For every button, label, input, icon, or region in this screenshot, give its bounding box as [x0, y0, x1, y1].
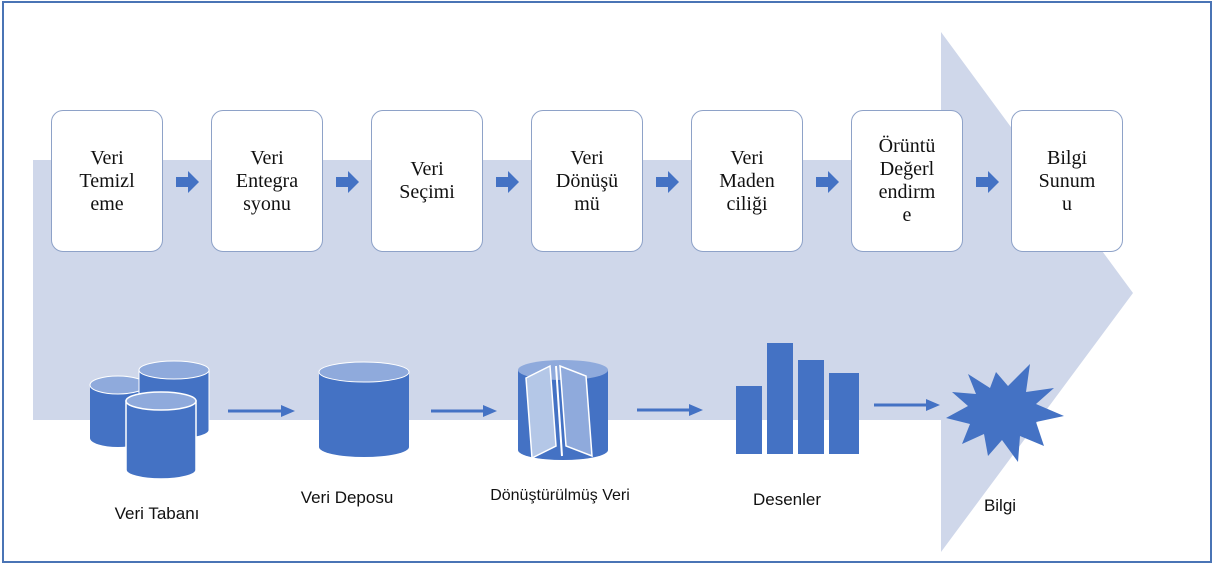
flow-arrow-icon [637, 404, 703, 416]
stage-label-veri-deposu: Veri Deposu [300, 488, 394, 507]
step-arrow-icon [816, 171, 839, 193]
stage-label-bilgi: Bilgi [983, 496, 1017, 515]
step-arrow-icon [976, 171, 999, 193]
patterns-bars-icon [736, 343, 859, 454]
step-veri-donusumu: Veri Dönüşü mü [531, 110, 643, 252]
step-veri-secimi: Veri Seçimi [371, 110, 483, 252]
step-arrow-icon [176, 171, 199, 193]
stage-label-donusturulmus-veri: Dönüştürülmüş Veri [490, 487, 630, 504]
stage-label-desenler: Desenler [752, 490, 822, 509]
step-arrow-icon [656, 171, 679, 193]
step-arrow-icon [496, 171, 519, 193]
stage-label-veri-tabani: Veri Tabanı [114, 504, 200, 523]
transformed-data-icon [518, 360, 608, 460]
database-icon [89, 360, 210, 480]
step-veri-entegrasyonu: Veri Entegra syonu [211, 110, 323, 252]
flow-arrow-icon [431, 405, 497, 417]
flow-arrow-icon [874, 399, 940, 411]
step-veri-temizleme: Veri Temizl eme [51, 110, 163, 252]
knowledge-burst-icon [946, 364, 1064, 462]
step-bilgi-sunumu: Bilgi Sunum u [1011, 110, 1123, 252]
step-veri-madenciligi: Veri Maden ciliği [691, 110, 803, 252]
step-arrow-icon [336, 171, 359, 193]
data-warehouse-icon [318, 361, 410, 457]
step-oruntu-degerlendirme: Örüntü Değerl endirm e [851, 110, 963, 252]
flow-arrow-icon [228, 405, 295, 417]
